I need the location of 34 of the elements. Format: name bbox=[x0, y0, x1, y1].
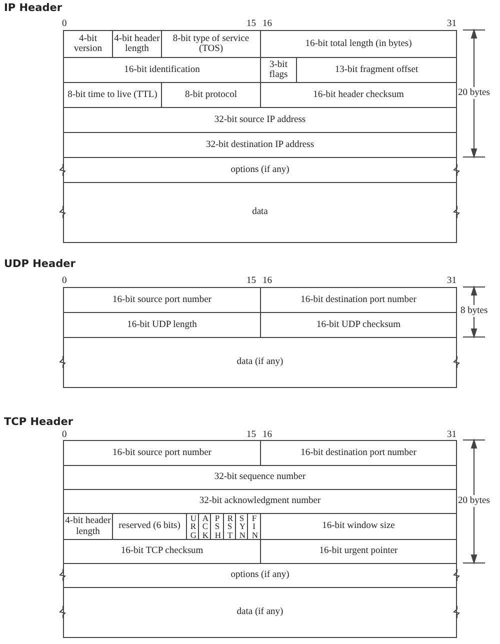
bit-position-number: 15 bbox=[246, 19, 256, 29]
header-field: data (if any) bbox=[63, 587, 457, 638]
bit-position-number: 31 bbox=[447, 430, 456, 440]
header-field: 32-bit destination IP address bbox=[63, 132, 457, 158]
bit-position-number: 16 bbox=[262, 19, 272, 29]
header-field: 16-bit destination port number bbox=[260, 440, 457, 466]
header-field: 16-bit source port number bbox=[63, 440, 261, 466]
bit-position-number: 16 bbox=[262, 430, 272, 440]
bit-position-number: 31 bbox=[447, 276, 456, 286]
header-field: options (if any) bbox=[63, 157, 457, 183]
header-field: 16-bit destination port number bbox=[260, 287, 457, 313]
bit-position-number: 15 bbox=[246, 430, 256, 440]
header-field: 32-bit acknowledgment number bbox=[63, 489, 457, 514]
bit-position-number: 0 bbox=[62, 276, 67, 286]
byte-count-label: 20 bytes bbox=[458, 86, 490, 98]
byte-count-label: 8 bytes bbox=[460, 305, 488, 317]
header-field: 16-bit total length (in bytes) bbox=[260, 30, 457, 58]
bit-position-number: 31 bbox=[447, 19, 456, 29]
header-field: options (if any) bbox=[63, 563, 457, 588]
bit-position-number: 0 bbox=[62, 19, 67, 29]
section-heading: UDP Header bbox=[4, 258, 76, 270]
header-field: 4-bit version bbox=[63, 30, 113, 58]
header-field: 4-bit header length bbox=[63, 513, 113, 540]
section-heading: TCP Header bbox=[4, 416, 74, 428]
bit-position-number: 0 bbox=[62, 430, 67, 440]
section-heading: IP Header bbox=[4, 2, 62, 14]
header-field: data bbox=[63, 182, 457, 243]
header-field: data (if any) bbox=[63, 337, 457, 388]
byte-count-label: 20 bytes bbox=[458, 494, 490, 506]
header-field: 32-bit sequence number bbox=[63, 465, 457, 490]
header-field: 16-bit source port number bbox=[63, 287, 261, 313]
header-field: 32-bit source IP address bbox=[63, 107, 457, 133]
bit-position-number: 15 bbox=[246, 276, 256, 286]
bit-position-number: 16 bbox=[262, 276, 272, 286]
